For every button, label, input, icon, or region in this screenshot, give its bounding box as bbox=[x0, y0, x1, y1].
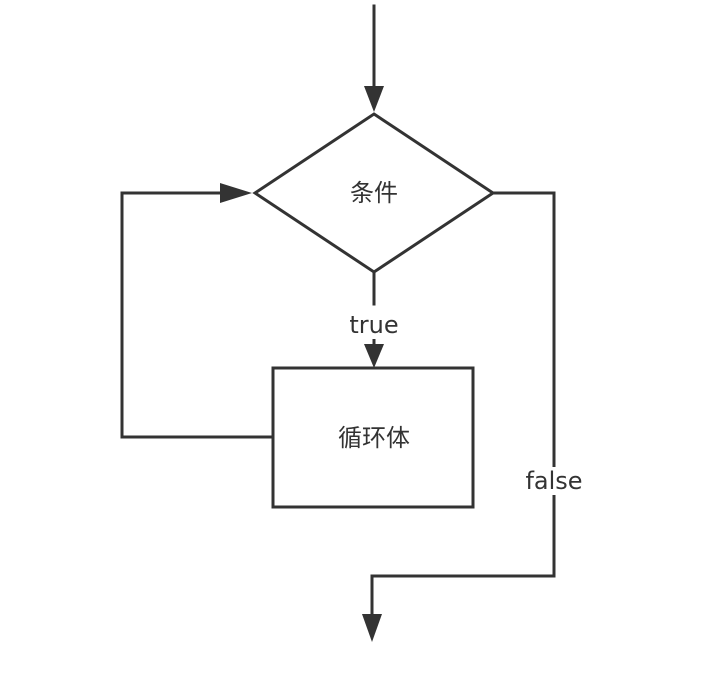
exit-arrowhead bbox=[362, 614, 382, 642]
true-edge-label: true bbox=[347, 311, 401, 339]
condition-label: 条件 bbox=[350, 179, 398, 207]
loop-body-box bbox=[271, 366, 475, 509]
true-arrowhead bbox=[364, 344, 384, 368]
false-edge-upper bbox=[491, 191, 556, 472]
loop-back-arrowhead bbox=[220, 183, 252, 203]
false-edge-label: false bbox=[523, 467, 585, 495]
false-edge-lower bbox=[370, 490, 556, 618]
loop-back-edge bbox=[120, 191, 275, 439]
loop-body-label: 循环体 bbox=[338, 424, 410, 452]
entry-arrowhead bbox=[364, 86, 384, 112]
